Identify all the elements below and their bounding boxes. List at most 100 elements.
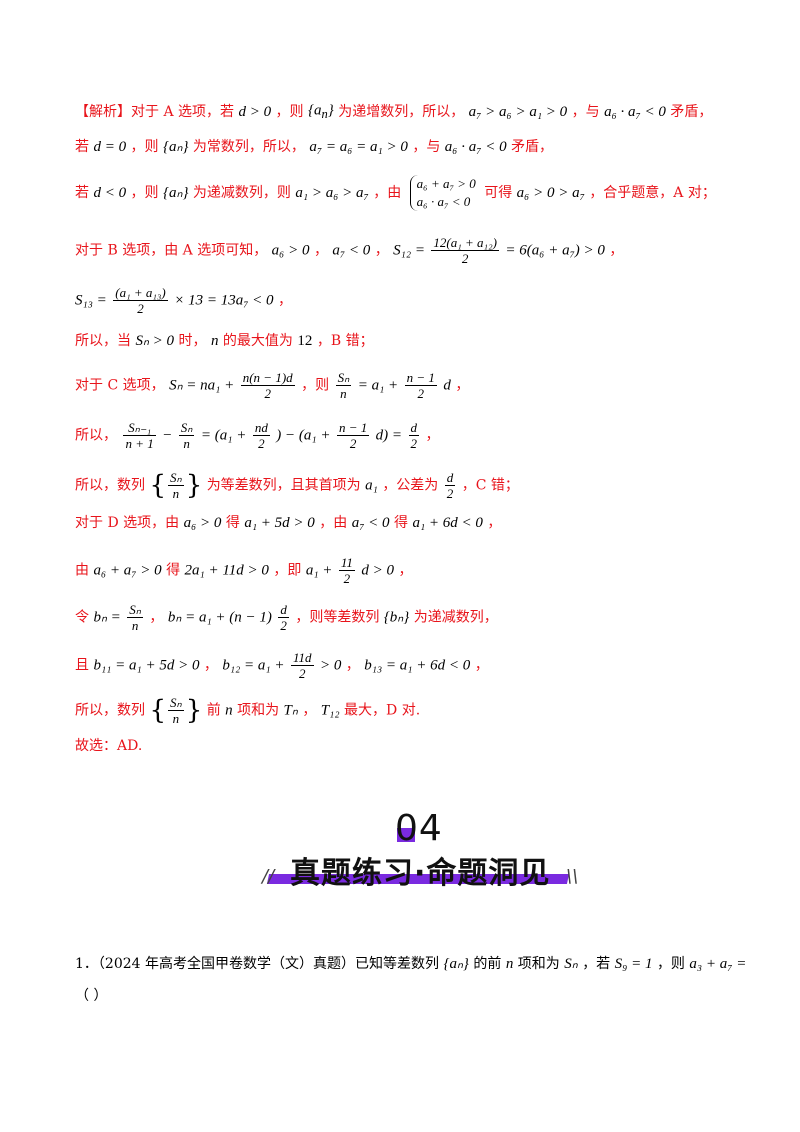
math: a₁ + <box>305 562 333 579</box>
math: n <box>225 702 233 719</box>
math: Tₙ <box>283 702 298 719</box>
text: ， <box>474 657 489 674</box>
decorative-slash-right: \\ <box>566 866 579 887</box>
text: ，合乎题意，A 对； <box>589 185 716 201</box>
text: 的最大值为 <box>222 333 293 349</box>
text: 2 <box>258 436 265 451</box>
text: ， <box>487 515 502 531</box>
text: 前 <box>206 702 221 719</box>
solution-line-2: 若 d = 0 ，则 {aₙ} 为常数列，所以， a₇ = a₆ = a₁ > … <box>75 137 553 157</box>
text: 2 <box>137 301 144 316</box>
math: a₁ + 6d < 0 <box>412 515 483 531</box>
section-title: 真题练习·命题洞见 <box>290 856 551 891</box>
solution-line-6: 所以，当 Sₙ > 0 时， n 的最大值为 12 ，B 错； <box>75 331 374 351</box>
text: 矛盾， <box>511 139 554 155</box>
fraction: 12(a₁ + a₁₂)2 <box>431 235 499 266</box>
text: ， <box>203 657 218 674</box>
text: 对于 B 选项，由 A 选项可知， <box>75 242 268 259</box>
text: d <box>408 420 419 436</box>
math: S₁₃ = <box>75 292 107 309</box>
text: 为递减数列， <box>413 609 498 626</box>
text: 2 <box>264 386 271 401</box>
text: 最大，D 对. <box>344 702 421 719</box>
text: ， <box>455 377 470 394</box>
text: 2 <box>343 571 351 586</box>
math: = a₁ + <box>357 377 399 394</box>
math: a₁ + 5d > 0 <box>244 515 315 531</box>
math: 2a₁ + 11d > 0 <box>184 562 269 579</box>
math: S₁₂ = <box>393 242 425 259</box>
solution-label: 【解析】对于 A 选项，若 <box>75 104 235 120</box>
text: n(n − 1)d <box>240 370 295 386</box>
math-d-gt-0: d > 0 <box>238 104 272 120</box>
text: ，与 <box>412 139 441 155</box>
math-product: a₆ · a₇ < 0 <box>604 104 666 120</box>
text: 所以，当 <box>75 333 131 349</box>
math: a₆ + a₇ > 0 <box>93 562 162 579</box>
text: Sₙ <box>127 602 143 618</box>
text: 11d <box>290 650 314 666</box>
text: 由 <box>75 562 89 579</box>
text: 若 <box>75 139 89 155</box>
text: d <box>444 470 456 486</box>
question-1-line-2: （ ） <box>75 985 107 1007</box>
text: Sₙ <box>335 370 352 386</box>
left-brace: { <box>149 695 166 726</box>
answer-text: 故选：AD. <box>75 738 143 754</box>
solution-line-4: 对于 B 选项，由 A 选项可知， a₆ > 0 ， a₇ < 0 ， S₁₂ … <box>75 235 623 266</box>
text: 12(a₁ + a₁₂) <box>431 235 499 251</box>
text: 令 <box>75 609 89 626</box>
text: ，公差为 <box>382 477 439 494</box>
right-brace: } <box>185 695 203 726</box>
text: } <box>327 102 334 119</box>
math-seq-an: {an} <box>308 102 334 121</box>
text: ，则 <box>130 139 159 155</box>
text: 2 <box>349 436 357 451</box>
text: n <box>172 486 180 501</box>
text: 且 <box>75 657 89 674</box>
text: n <box>172 711 180 726</box>
math: {aₙ} <box>443 956 469 972</box>
text: 所以，数列 <box>75 477 145 494</box>
system-of-inequalities: a₆ + a₇ > 0 a₆ · a₇ < 0 <box>409 175 476 211</box>
text: ， <box>425 427 440 444</box>
solution-line-5: S₁₃ = (a₁ + a₁₃)2 × 13 = 13a₇ < 0 ， <box>75 285 292 316</box>
text: ， <box>278 292 293 309</box>
math: n <box>210 333 219 349</box>
text: 项和为 <box>237 702 280 719</box>
text: 矛盾， <box>670 104 713 120</box>
text: 得 <box>225 515 240 531</box>
math: bₙ = <box>93 609 121 626</box>
math: > 0 <box>319 657 342 674</box>
text: n <box>340 386 347 401</box>
math: bₙ = a₁ + (n − 1) <box>167 609 272 626</box>
text: ，则 <box>301 377 330 394</box>
text: 所以， <box>75 427 117 444</box>
text: 为常数列，所以， <box>192 139 305 155</box>
math-inequality: a₇ > a₆ > a₁ > 0 <box>468 104 568 120</box>
text: ，与 <box>571 104 600 120</box>
text: ， <box>398 562 413 579</box>
math: a₃ + a₇ = <box>689 956 747 972</box>
text: 得 <box>166 562 181 579</box>
math: a₇ = a₆ = a₁ > 0 <box>309 139 408 155</box>
text: 为递减数列，则 <box>192 185 291 201</box>
decorative-slash-left: // <box>262 866 275 887</box>
math: {aₙ} <box>162 139 189 155</box>
math: a₁ <box>365 477 378 494</box>
math: = 6(a₆ + a₇) > 0 <box>505 242 605 259</box>
question-1-line-1: 1．（2024 年高考全国甲卷数学（文）真题）已知等差数列 {aₙ} 的前 n … <box>75 953 746 975</box>
text: ， <box>313 242 328 259</box>
text: 对于 D 选项，由 <box>75 515 180 531</box>
section-number-accent <box>397 828 415 842</box>
math: a₆ · a₇ < 0 <box>444 139 507 155</box>
text: ，则 <box>656 956 685 972</box>
